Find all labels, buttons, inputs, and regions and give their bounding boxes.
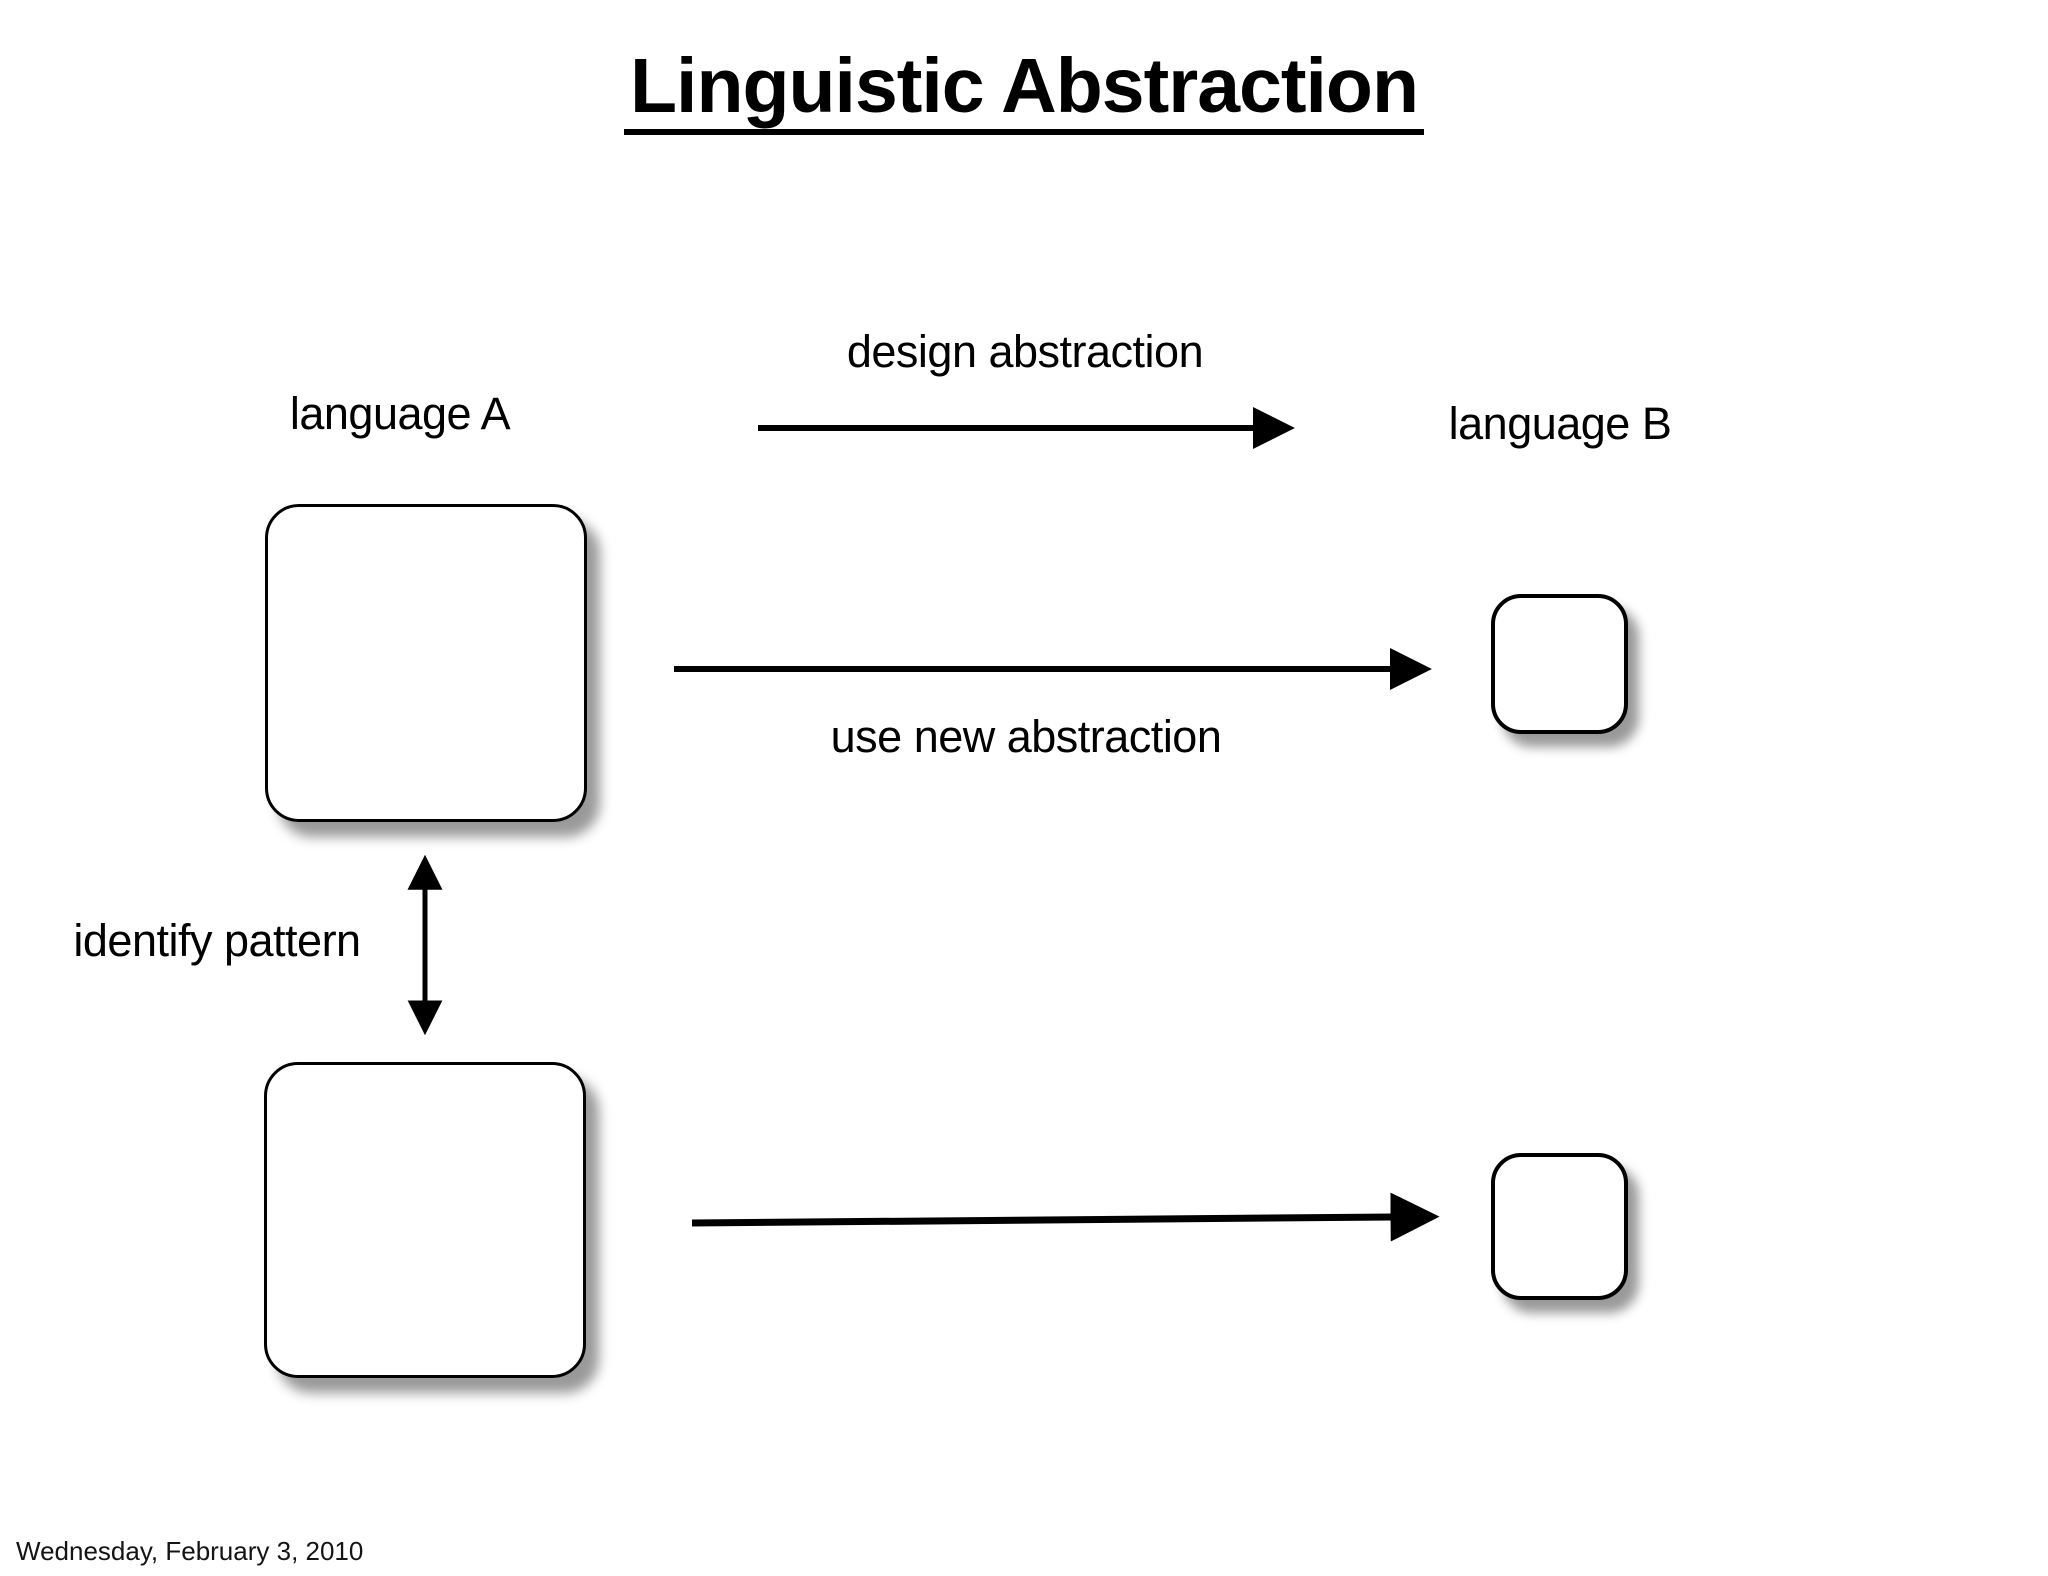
language-b-box-bottom [1491,1153,1628,1300]
label-design-abstraction: design abstraction [846,326,1204,377]
language-a-box-bottom [264,1062,586,1378]
label-identify-pattern: identify pattern [73,915,361,966]
language-a-box-top [265,504,587,822]
bottom-translation-arrow [691,1192,1440,1242]
slide-title: Linguistic Abstraction [0,42,2048,135]
language-b-box-top [1491,594,1628,734]
label-language-a: language A [289,388,511,439]
slide-date: Wednesday, February 3, 2010 [16,1536,364,1566]
label-use-new-abstraction: use new abstraction [830,711,1222,762]
label-language-b: language B [1448,398,1672,449]
slide-title-text: Linguistic Abstraction [624,48,1424,135]
